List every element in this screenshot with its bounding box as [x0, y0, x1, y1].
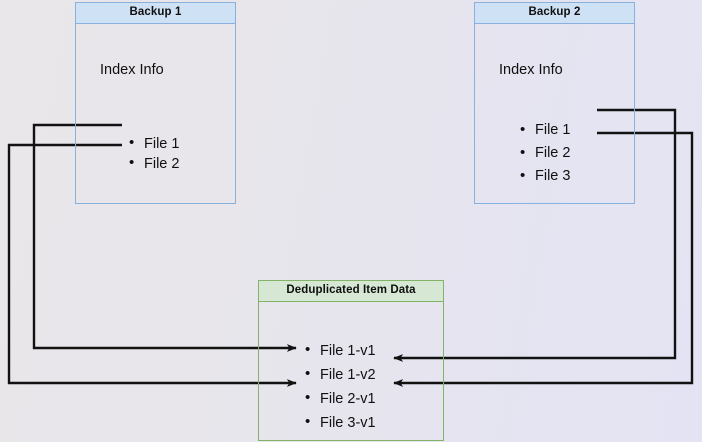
node-backup-1[interactable]: Backup 1 Index Info File 1 File 2	[75, 2, 236, 204]
list-item[interactable]: File 1	[520, 118, 570, 142]
backup-2-file-list: File 1 File 2 File 3	[520, 118, 570, 188]
node-dedup-title: Deduplicated Item Data	[259, 281, 443, 302]
node-backup-2-body: Index Info File 1 File 2 File 3	[475, 24, 634, 203]
list-item[interactable]: File 2	[129, 153, 179, 174]
dedup-file-list: File 1-v1 File 1-v2 File 2-v1 File 3-v1	[305, 338, 376, 435]
list-item[interactable]: File 1	[129, 133, 179, 154]
list-item[interactable]: File 2-v1	[305, 386, 376, 411]
backup-1-file-list: File 1 File 2	[129, 133, 179, 174]
list-item[interactable]: File 3-v1	[305, 410, 376, 435]
list-item[interactable]: File 1-v2	[305, 362, 376, 387]
node-dedup-body: File 1-v1 File 1-v2 File 2-v1 File 3-v1	[259, 302, 443, 440]
list-item[interactable]: File 3	[520, 164, 570, 188]
backup-2-index-info-label: Index Info	[499, 62, 563, 78]
node-backup-1-title: Backup 1	[76, 3, 235, 24]
node-deduplicated-item-data[interactable]: Deduplicated Item Data File 1-v1 File 1-…	[258, 280, 444, 441]
node-backup-1-body: Index Info File 1 File 2	[76, 24, 235, 203]
node-backup-2-title: Backup 2	[475, 3, 634, 24]
backup-1-index-info-label: Index Info	[100, 62, 164, 78]
list-item[interactable]: File 1-v1	[305, 338, 376, 363]
node-backup-2[interactable]: Backup 2 Index Info File 1 File 2 File 3	[474, 2, 635, 204]
list-item[interactable]: File 2	[520, 141, 570, 165]
